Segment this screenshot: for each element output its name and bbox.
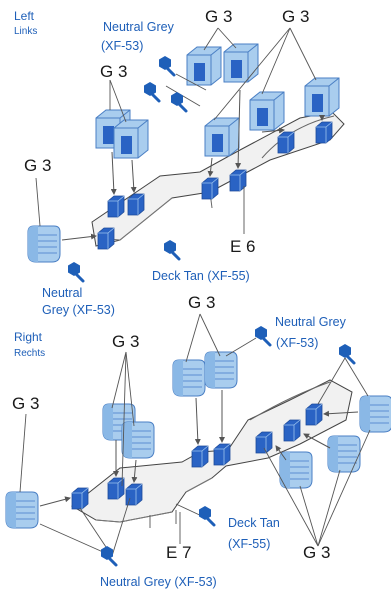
left-code-g3-c: G 3 <box>100 62 128 81</box>
left-paint-neutral-grey-2-line2: Grey (XF-53) <box>42 303 115 317</box>
left-paint-deck-tan-label: Deck Tan (XF-55) <box>152 269 250 283</box>
right-part-cluster-2 <box>204 351 238 389</box>
left-paint-neutral-grey-label: Neutral Grey <box>103 20 174 34</box>
right-bracket-6 <box>255 431 273 454</box>
right-code-g3-b: G 3 <box>112 332 140 351</box>
right-paint-neutral-grey-label: Neutral Grey <box>275 315 346 329</box>
left-bracket-6 <box>277 131 295 154</box>
right-paint-deck-tan-marker <box>197 504 216 527</box>
right-part-cluster-7 <box>327 435 361 473</box>
left-paint-neutral-grey-marker-2 <box>142 80 161 103</box>
left-bracket-5 <box>97 227 115 250</box>
left-part-box-4 <box>113 119 149 159</box>
right-paint-deck-tan-label: Deck Tan <box>228 516 280 530</box>
right-bracket-2 <box>213 443 231 466</box>
right-bracket-8 <box>305 403 323 426</box>
right-code-g3-c: G 3 <box>12 394 40 413</box>
right-part-cluster-4 <box>121 421 155 459</box>
left-paint-neutral-grey-code: (XF-53) <box>101 39 144 53</box>
left-code-e6: E 6 <box>230 237 256 256</box>
left-bracket-1 <box>107 195 125 218</box>
left-paint-neutral-grey-2-line1: Neutral <box>42 286 83 300</box>
left-paint-neutral-grey-marker-3 <box>169 90 188 113</box>
left-paint-deck-tan-marker <box>162 238 181 261</box>
left-part-cluster <box>27 225 61 263</box>
right-part-cluster-6 <box>279 451 313 489</box>
right-section-title: Right <box>14 330 43 344</box>
right-paint-deck-tan-code: (XF-55) <box>228 537 271 551</box>
right-section-subtitle: Rechts <box>14 348 46 359</box>
left-section-subtitle: Links <box>14 26 38 37</box>
left-bracket-3 <box>201 177 219 200</box>
left-section-title: Left <box>14 9 35 23</box>
left-part-box-1 <box>186 46 222 86</box>
right-bracket-7 <box>283 419 301 442</box>
left-part-box-5 <box>249 91 285 131</box>
left-bracket-2 <box>127 193 145 216</box>
right-bracket-1 <box>191 445 209 468</box>
right-paint-neutral-grey-marker-1 <box>253 324 272 347</box>
right-assembly-arrows <box>39 390 359 507</box>
left-paint-neutral-grey-marker-1 <box>157 54 176 77</box>
right-part-cluster-5 <box>5 491 39 529</box>
right-code-g3-a: G 3 <box>188 293 216 312</box>
left-part-box-6 <box>304 77 340 117</box>
right-part-cluster-1 <box>172 359 206 397</box>
left-part-box-7 <box>204 117 240 157</box>
right-paint-neutral-grey-code: (XF-53) <box>276 336 319 350</box>
right-part-cluster-8 <box>359 395 391 433</box>
right-code-g3-d: G 3 <box>303 543 331 562</box>
left-paint-neutral-grey-marker-4 <box>66 260 85 283</box>
left-code-g3-d: G 3 <box>24 156 52 175</box>
left-assembly-arrows <box>61 89 325 241</box>
left-code-g3-a: G 3 <box>205 7 233 26</box>
right-bracket-3 <box>107 477 125 500</box>
right-bracket-5 <box>71 487 89 510</box>
left-part-box-2 <box>223 43 259 83</box>
right-paint-neutral-grey-2-label: Neutral Grey (XF-53) <box>100 575 217 589</box>
left-code-g3-b: G 3 <box>282 7 310 26</box>
left-bracket-7 <box>315 121 333 144</box>
right-code-e7: E 7 <box>166 543 192 562</box>
right-callout-lines <box>19 313 371 557</box>
